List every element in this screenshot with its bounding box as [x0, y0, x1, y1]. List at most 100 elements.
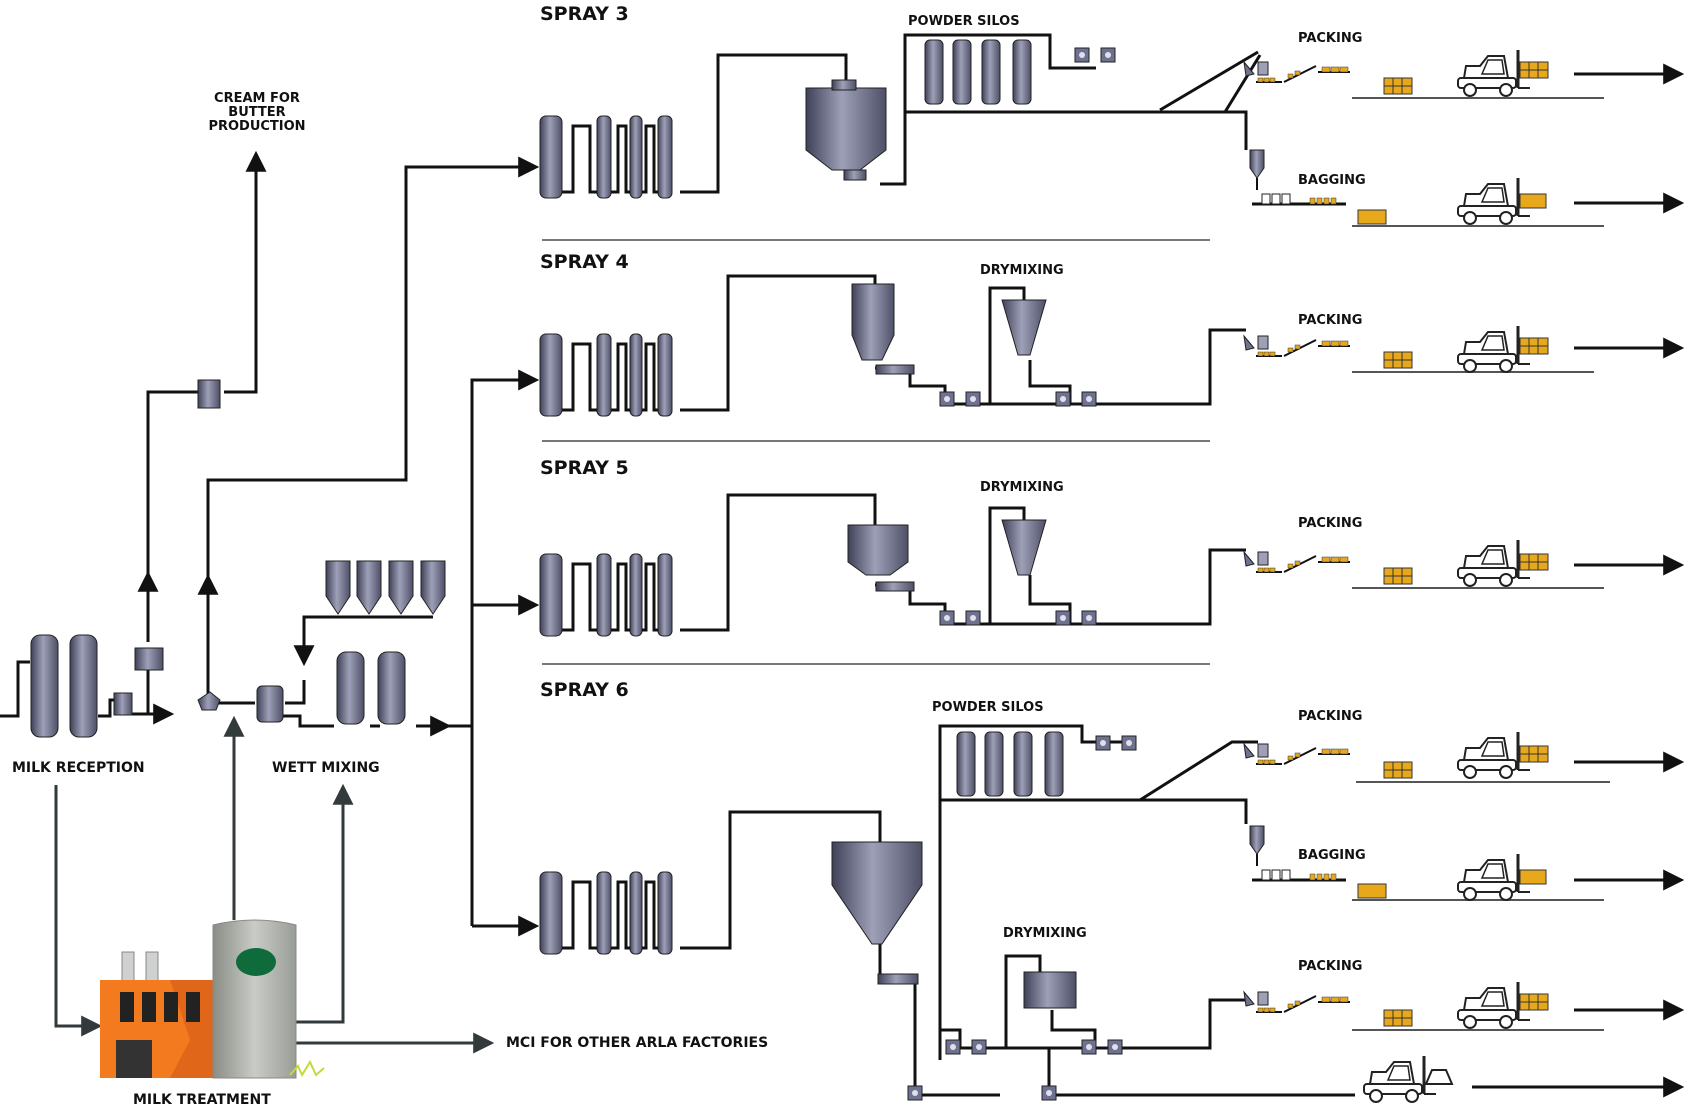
milk-treatment-factory	[100, 919, 325, 1079]
spray6-title: SPRAY 6	[540, 679, 629, 701]
milk-reception-label: MILK RECEPTION	[12, 760, 145, 776]
forklift-1-load	[1519, 61, 1549, 79]
spray6-pump-3	[945, 1039, 961, 1055]
forklift-3-load	[1519, 337, 1549, 355]
spray6-pump-8	[1041, 1085, 1057, 1101]
powder-silos-label-spray6: POWDER SILOS	[932, 700, 1044, 715]
spray4-pump-1	[939, 391, 955, 407]
spray6-pump-4	[971, 1039, 987, 1055]
pallet-5	[1383, 761, 1413, 779]
spray3-powder-silos	[924, 39, 1032, 105]
spray5-dryer	[847, 524, 909, 576]
spray3-dryer-top	[831, 79, 857, 91]
forklift-2	[1456, 176, 1532, 226]
forklift-4	[1456, 538, 1532, 588]
pallet-3	[1383, 351, 1413, 369]
spray5-pump-1	[939, 610, 955, 626]
milk-treatment-label: MILK TREATMENT	[133, 1092, 271, 1108]
packing-station-2	[1243, 335, 1351, 357]
packing-label-2: PACKING	[1298, 313, 1362, 328]
spray6-drymixer	[1023, 971, 1077, 1009]
spray4-pipes	[680, 274, 1246, 412]
forklift-6	[1456, 852, 1532, 902]
forklift-1	[1456, 48, 1532, 98]
forklift-3	[1456, 324, 1532, 374]
spray6-evaporator	[538, 870, 674, 956]
forklift-8-load	[1424, 1069, 1454, 1085]
spray3-evaporator	[538, 114, 674, 200]
packing-station-5	[1243, 991, 1351, 1013]
spray6-pump-6	[1107, 1039, 1123, 1055]
wett-mixing-label: WETT MIXING	[272, 760, 380, 776]
packing-label-5: PACKING	[1298, 959, 1362, 974]
drymixing-label-spray5: DRYMIXING	[980, 480, 1064, 495]
spray5-dryer-outlet	[875, 581, 915, 592]
spray5-drymixer	[1001, 519, 1047, 576]
cream-label-line3: PRODUCTION	[208, 119, 305, 134]
cream-label-line2: BUTTER	[228, 105, 285, 120]
spray3-title: SPRAY 3	[540, 3, 629, 25]
packing-label-4: PACKING	[1298, 709, 1362, 724]
spray6-pump-2	[1121, 735, 1137, 751]
separator-heat-exchanger	[134, 647, 164, 671]
spray6-pump-5	[1081, 1039, 1097, 1055]
forklift-5	[1456, 730, 1532, 780]
pallet-2	[1357, 209, 1387, 225]
spray5-title: SPRAY 5	[540, 457, 629, 479]
forklift-2-load	[1519, 193, 1547, 209]
forklift-6-load	[1519, 869, 1547, 885]
milk-treatment-pipes	[54, 715, 495, 1054]
spray4-pump-4	[1081, 391, 1097, 407]
bagging-label-2: BAGGING	[1298, 848, 1366, 863]
spray3-pipes	[680, 33, 1262, 194]
packing-label-1: PACKING	[1298, 31, 1362, 46]
wett-mixing-hoppers	[325, 560, 446, 615]
spray6-pump-7	[907, 1085, 923, 1101]
spray3-pump-1	[1074, 47, 1090, 63]
spray4-dryer	[851, 283, 895, 361]
spray5-pump-3	[1055, 610, 1071, 626]
spray4-drymixer	[1001, 299, 1047, 356]
pallet-6	[1357, 883, 1387, 899]
forklift-5-load	[1519, 745, 1549, 763]
powder-silos-label-spray3: POWDER SILOS	[908, 14, 1020, 29]
forklift-4-load	[1519, 553, 1549, 571]
packing-label-3: PACKING	[1298, 516, 1362, 531]
wett-mixing-tanks	[336, 651, 406, 725]
forklift-7	[1456, 980, 1532, 1030]
spray6-dryer	[831, 841, 923, 945]
milk-reception-tank-1	[30, 634, 59, 738]
milk-reception-area	[0, 150, 540, 937]
forklift-7-load	[1519, 993, 1549, 1011]
spray5-pipes	[680, 493, 1246, 632]
packing-station-3	[1243, 551, 1351, 573]
spray3-dryer-outlet	[843, 169, 867, 181]
heat-exchanger-small	[113, 692, 133, 716]
spray6-pump-1	[1095, 735, 1111, 751]
spray4-pump-3	[1055, 391, 1071, 407]
pallet-7	[1383, 1009, 1413, 1027]
drymixing-label-spray6: DRYMIXING	[1003, 926, 1087, 941]
spray5-pump-4	[1081, 610, 1097, 626]
drymixing-label-spray4: DRYMIXING	[980, 263, 1064, 278]
pallet-4	[1383, 567, 1413, 585]
forklift-8	[1362, 1054, 1438, 1104]
spray5-evaporator	[538, 552, 674, 638]
bagging-label-1: BAGGING	[1298, 173, 1366, 188]
spray4-pump-2	[965, 391, 981, 407]
cream-label-line1: CREAM FOR	[214, 91, 300, 106]
packing-station-4	[1243, 743, 1351, 765]
cream-cooler-box	[197, 379, 221, 409]
spray4-title: SPRAY 4	[540, 251, 629, 273]
spray3-pump-2	[1100, 47, 1116, 63]
spray6-dryer-outlet	[877, 973, 919, 985]
spray3-dryer	[805, 87, 887, 171]
spray4-evaporator	[538, 332, 674, 418]
separator-icon	[197, 691, 221, 711]
milk-reception-tank-2	[69, 634, 98, 738]
spray4-dryer-outlet	[875, 364, 915, 375]
pallet-1	[1383, 77, 1413, 95]
packing-station-1	[1243, 61, 1351, 83]
spray5-pump-2	[965, 610, 981, 626]
